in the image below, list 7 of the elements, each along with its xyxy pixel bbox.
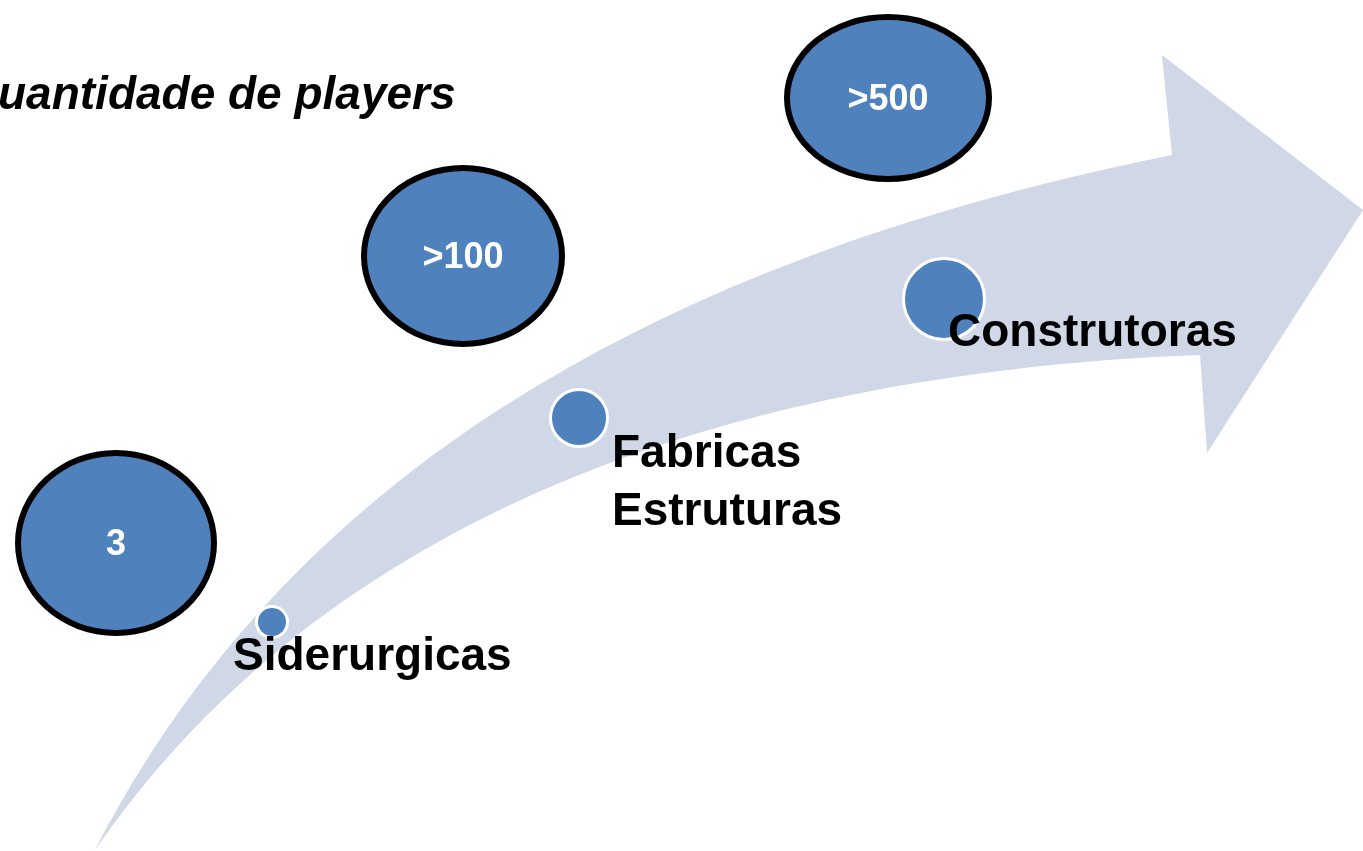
title: uantidade de players [0, 66, 456, 120]
player-count: >100 [422, 235, 504, 277]
player-count: 3 [106, 522, 126, 564]
player-count: >500 [847, 77, 929, 119]
stage-label: Construtoras [948, 303, 1238, 358]
stage-label: Fabricas Estruturas [612, 424, 844, 537]
stage-label: Siderurgicas [233, 627, 513, 682]
